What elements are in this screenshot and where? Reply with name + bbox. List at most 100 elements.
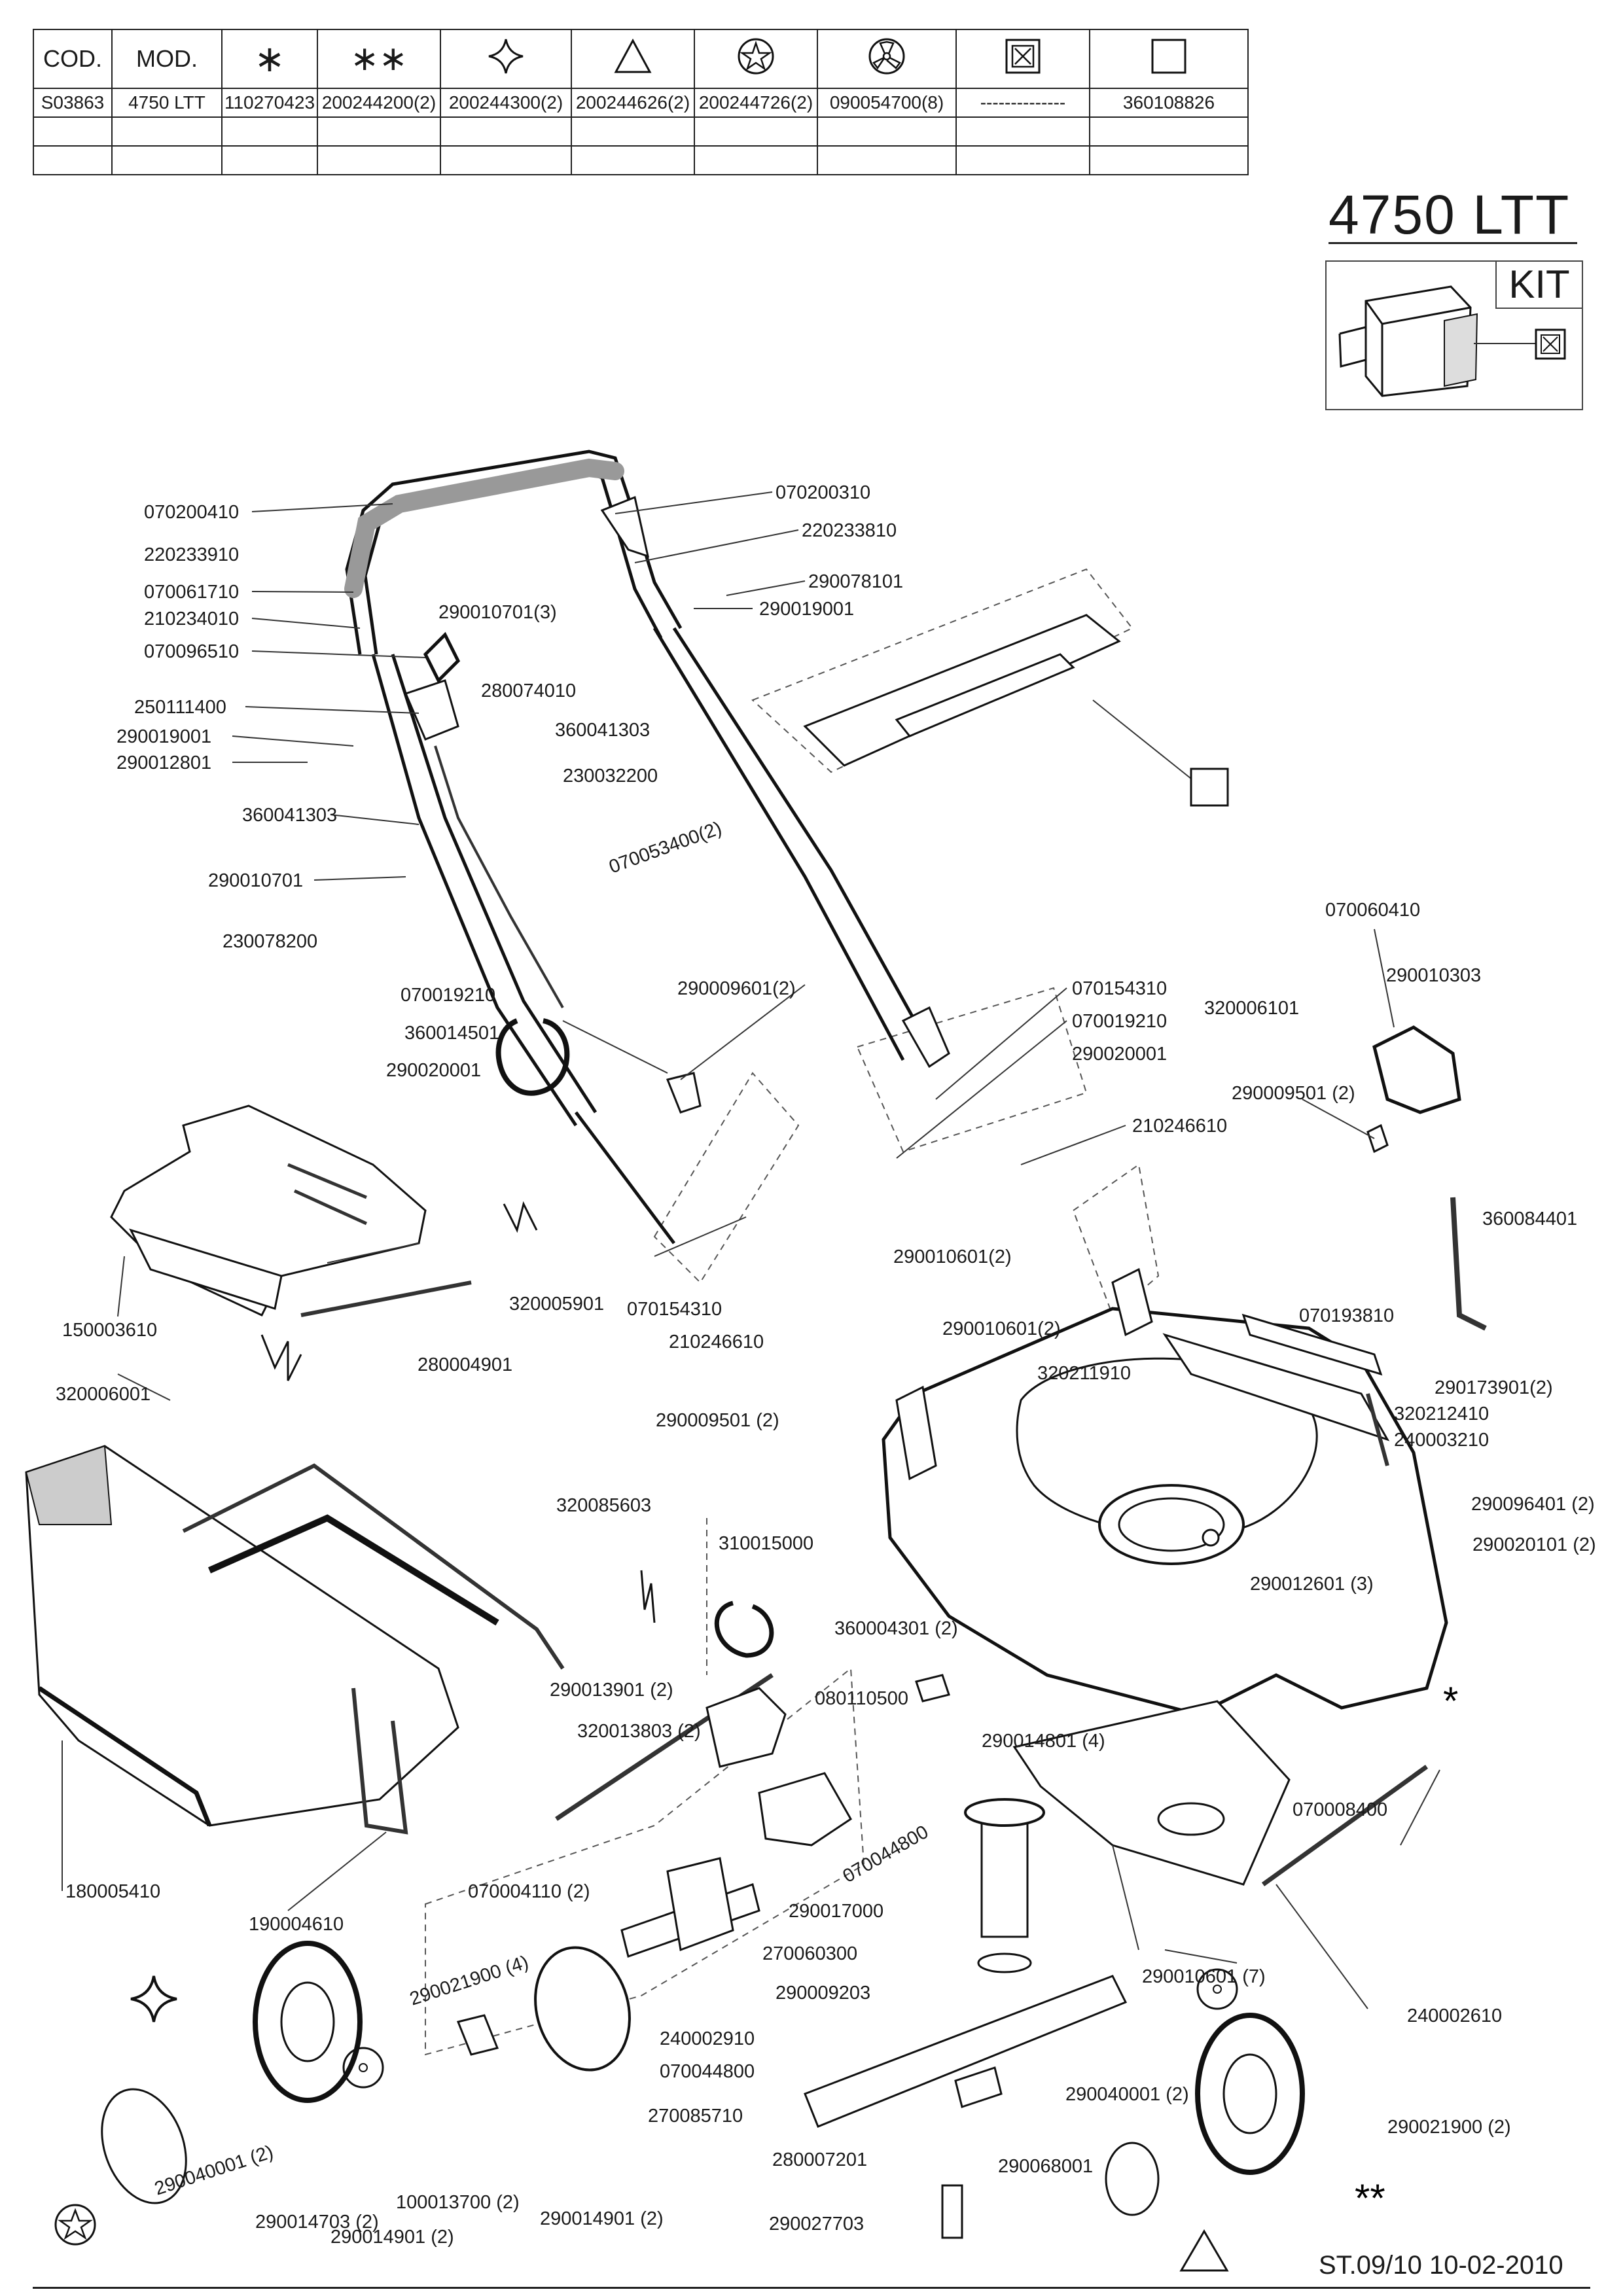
cable xyxy=(434,745,564,1008)
part-label: 070154310 xyxy=(627,1299,722,1320)
lever-bracket xyxy=(404,679,459,741)
triangle-icon xyxy=(1179,2229,1229,2272)
drive-bracket xyxy=(758,1772,852,1846)
part-label: 210246610 xyxy=(669,1332,764,1352)
part-label: 230032200 xyxy=(563,766,658,786)
arm xyxy=(666,1857,734,1952)
asterisk-symbol: * xyxy=(1443,1679,1458,1723)
model-title: 4750 LTT xyxy=(1329,184,1571,245)
part-label: 210246610 xyxy=(1132,1116,1227,1137)
part-label: 070004110 (2) xyxy=(468,1881,590,1902)
cell-cod: S03863 xyxy=(33,88,113,118)
hubcap-left xyxy=(101,2088,187,2204)
part-label: 290078101 xyxy=(808,571,903,592)
handle-clamp xyxy=(666,1072,702,1114)
col-triangle-icon xyxy=(571,29,695,89)
part-label: 150003610 xyxy=(62,1320,157,1341)
part-label: 360041303 xyxy=(242,805,337,826)
rear-right-wheel xyxy=(1195,2013,1305,2175)
col-empty-box-icon xyxy=(1089,29,1249,89)
part-label: 070019210 xyxy=(401,985,495,1006)
blade-bolt xyxy=(941,2184,963,2239)
part-label: 280004901 xyxy=(418,1354,512,1375)
part-label: 080110500 xyxy=(815,1688,908,1709)
part-label: 290013901 (2) xyxy=(550,1680,673,1701)
part-label: 070053400(2) xyxy=(606,818,724,878)
cell-asterisk: 110270423 xyxy=(221,88,318,118)
cell-diamond-star: 200244300(2) xyxy=(440,88,572,118)
part-label: 070096510 xyxy=(144,641,239,662)
col-mod: MOD. xyxy=(111,29,223,89)
col-x-box-icon xyxy=(955,29,1090,89)
part-label: 270060300 xyxy=(762,1943,857,1964)
part-label: 290012601 (3) xyxy=(1250,1574,1374,1595)
tri-spoke-icon xyxy=(1196,1968,1238,2010)
part-label: 070044800 xyxy=(660,2061,755,2082)
part-label: 240003210 xyxy=(1394,1430,1489,1451)
part-label: 290010601(2) xyxy=(942,1318,1061,1339)
kit-mulch-plug-icon xyxy=(1338,285,1566,397)
part-label: 100013700 (2) xyxy=(396,2192,520,2213)
part-label: 360004301 (2) xyxy=(834,1618,958,1639)
diamond-star-icon xyxy=(130,1975,177,2022)
part-label: 290009203 xyxy=(776,1983,870,2004)
belt-guard xyxy=(1012,1700,1291,1886)
part-label: 070154310 xyxy=(1072,978,1167,999)
hubcap-right xyxy=(1105,2142,1160,2216)
part-label: 070044800 xyxy=(840,1822,933,1887)
part-label: 070200410 xyxy=(144,502,239,523)
cell-tri-spoke: 090054700(8) xyxy=(817,88,957,118)
grass-bag-frame xyxy=(182,1463,565,1835)
drive-gear xyxy=(456,2014,499,2056)
pulley-top xyxy=(964,1798,1045,1827)
part-label: 320212410 xyxy=(1394,1404,1489,1424)
cell-double-asterisk: 200244200(2) xyxy=(317,88,441,118)
handle-grip-foam xyxy=(344,458,624,598)
drive-belt xyxy=(714,1600,774,1658)
tri-spoke-icon xyxy=(342,2047,384,2089)
title-rule xyxy=(1329,242,1577,244)
part-label: 360014501 xyxy=(404,1023,499,1044)
cutting-blade xyxy=(804,1975,1128,2128)
part-label: 290010701 xyxy=(208,870,303,891)
part-label: 220233810 xyxy=(802,520,897,541)
part-label: 250111400 xyxy=(134,697,226,718)
spring-320006101 xyxy=(1366,1123,1389,1154)
control-lever xyxy=(423,631,461,684)
part-label: 290020001 xyxy=(1072,1044,1167,1065)
part-label: 290096401 (2) xyxy=(1471,1494,1595,1515)
flap-hinge xyxy=(1241,1313,1383,1376)
part-label: 180005410 xyxy=(65,1881,160,1902)
dashed-outline-bracket-left xyxy=(653,1072,800,1284)
header-table: COD. MOD. ∗ ∗∗ S03863 xyxy=(33,29,1249,175)
part-label: 290027703 xyxy=(769,2214,864,2234)
double-asterisk-symbol: ** xyxy=(1355,2176,1385,2220)
rod-360084401 xyxy=(1450,1197,1487,1331)
star-circle-icon xyxy=(54,2204,96,2246)
header-row: COD. MOD. ∗ ∗∗ xyxy=(33,29,1249,89)
part-label: 210234010 xyxy=(144,609,239,629)
lower-handle-left xyxy=(575,1111,675,1245)
part-label: 290010701(3) xyxy=(438,602,557,623)
part-label: 290010601 (7) xyxy=(1142,1966,1266,1987)
part-label: 280074010 xyxy=(481,680,576,701)
part-label: 320006101 xyxy=(1204,998,1299,1019)
part-label: 290019001 xyxy=(116,726,211,747)
col-tri-spoke-icon xyxy=(817,29,957,89)
part-label: 290068001 xyxy=(998,2156,1093,2177)
front-left-wheel xyxy=(253,1941,363,2103)
part-label: 240002910 xyxy=(660,2028,755,2049)
part-label: 070193810 xyxy=(1299,1305,1394,1326)
washer xyxy=(977,1952,1032,1973)
part-label: 290020101 (2) xyxy=(1472,1534,1596,1555)
part-label: 290012801 xyxy=(116,752,211,773)
blade-adapter xyxy=(954,2066,1003,2108)
cable-loop xyxy=(495,1018,570,1096)
table-row xyxy=(33,116,1249,147)
dashed-outline-drive xyxy=(425,1667,865,2056)
part-label: 290173901(2) xyxy=(1435,1377,1553,1398)
part-label: 070008400 xyxy=(1293,1799,1387,1820)
part-label: 270085710 xyxy=(648,2106,743,2127)
